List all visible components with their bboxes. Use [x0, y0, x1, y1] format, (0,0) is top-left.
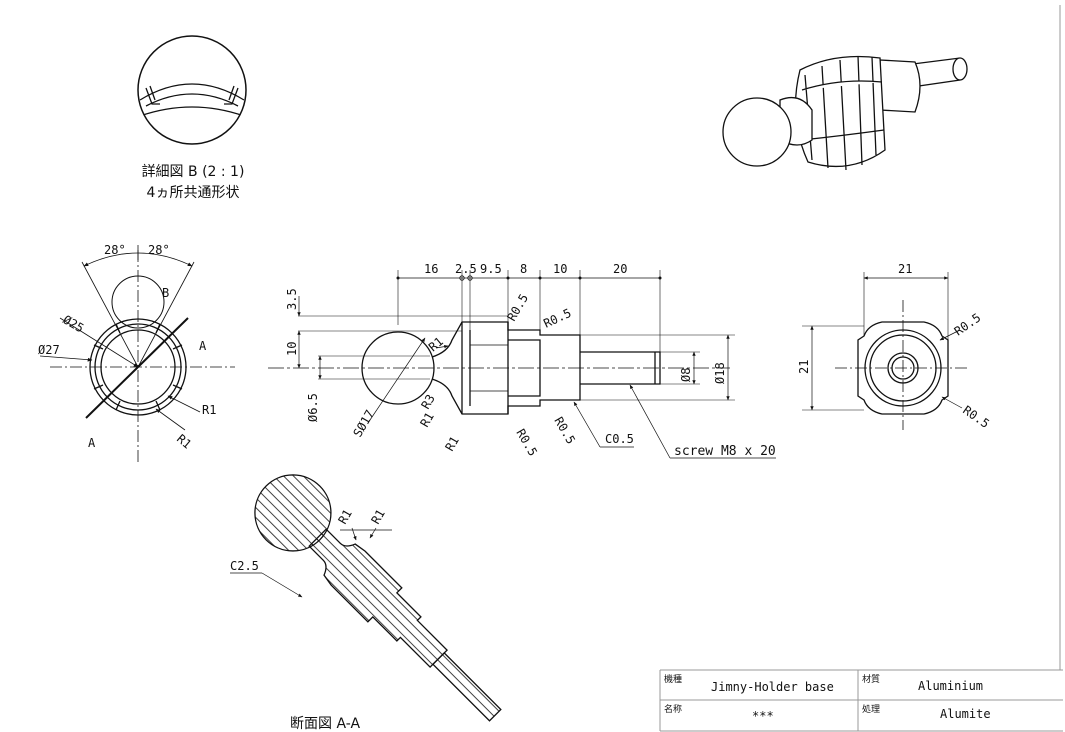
front-dim-9-5: 9.5	[480, 262, 502, 276]
title-label-kishu: 機種	[664, 673, 682, 685]
title-block	[659, 669, 1063, 732]
section-view-title: 断面図 A-A	[290, 716, 360, 732]
left-angle-2: 28°	[148, 243, 170, 257]
left-view	[39, 245, 235, 463]
front-screw-note: screw M8 x 20	[674, 444, 776, 459]
front-dim-3-5: 3.5	[285, 288, 299, 310]
front-r3: R3	[418, 392, 437, 412]
title-label-shori: 処理	[862, 703, 880, 715]
front-r05-a: R0.5	[504, 291, 531, 323]
front-dia-8: Ø8	[679, 368, 693, 382]
front-r05-c: R0.5	[513, 427, 540, 459]
left-r1-b: R1	[174, 432, 194, 452]
right-view	[802, 272, 970, 430]
front-sphere: SØ17	[350, 407, 377, 439]
detail-circle	[137, 35, 247, 145]
right-r05-a: R0.5	[952, 310, 984, 338]
title-value-kishu: Jimny-Holder base	[711, 680, 834, 694]
title-label-zairyo: 材質	[862, 673, 880, 685]
front-c05: C0.5	[605, 432, 634, 446]
front-dim-8: 8	[520, 262, 527, 276]
front-view	[268, 270, 776, 459]
left-dia-27: Ø27	[38, 343, 60, 357]
section-leaders	[230, 527, 392, 598]
front-r05-b: R0.5	[541, 306, 573, 331]
front-dim-10-v: 10	[285, 342, 299, 356]
isometric-view	[722, 55, 968, 171]
right-r05-b: R0.5	[960, 403, 992, 431]
left-angle-1: 28°	[104, 243, 126, 257]
right-dim-21-h: 21	[797, 360, 811, 374]
title-value-zairyo: Aluminium	[918, 679, 983, 693]
left-label-a-bot: A	[88, 436, 96, 450]
front-r05-d: R0.5	[551, 415, 578, 447]
section-c25: C2.5	[230, 559, 259, 573]
section-r1-b: R1	[368, 507, 387, 527]
section-r1-a: R1	[335, 507, 354, 527]
left-label-a-top: A	[199, 339, 207, 353]
front-r1-bot: R1	[442, 434, 461, 454]
title-value-meisho: ***	[752, 709, 774, 723]
front-r1-low: R1	[417, 410, 436, 430]
left-r1-a: R1	[202, 403, 216, 417]
detail-view-b: 詳細図 B (2 : 1) 4ヵ所共通形状	[137, 35, 247, 201]
section-view	[254, 474, 502, 722]
front-dim-2-5: 2.5	[455, 262, 477, 276]
front-dim-20: 20	[613, 262, 627, 276]
right-dim-21-w: 21	[898, 262, 912, 276]
front-dim-10: 10	[553, 262, 567, 276]
title-label-meisho: 名称	[664, 703, 682, 715]
detail-view-note: 4ヵ所共通形状	[147, 185, 240, 201]
front-dia-18: Ø18	[713, 362, 727, 384]
left-label-b: B	[162, 286, 169, 300]
title-value-shori: Alumite	[940, 707, 991, 721]
front-dia-6-5: Ø6.5	[306, 393, 320, 422]
detail-view-title: 詳細図 B (2 : 1)	[142, 164, 245, 180]
front-dim-16: 16	[424, 262, 438, 276]
